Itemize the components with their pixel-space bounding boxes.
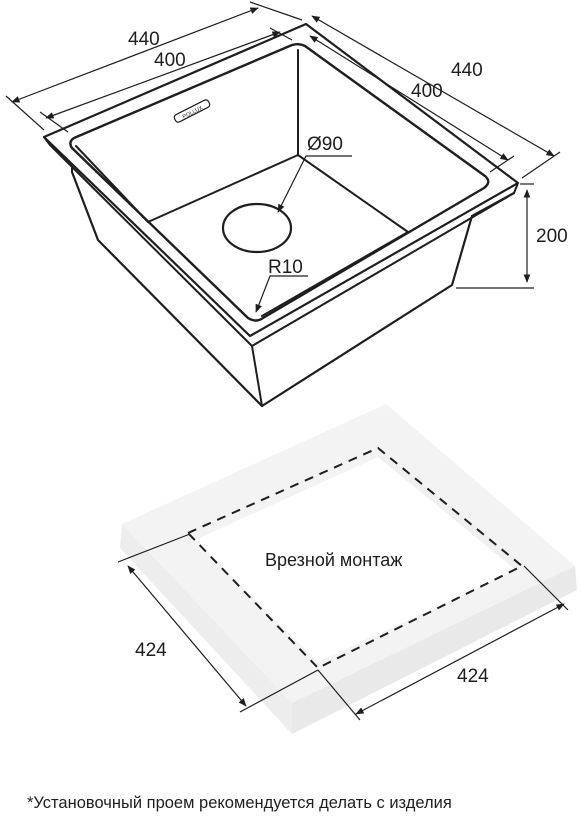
dim-label-inner-width: 400 (154, 50, 186, 71)
extension-line (117, 533, 191, 563)
extension-line (239, 669, 319, 713)
sink-drain-hole (221, 202, 293, 254)
dimension-line-right (355, 603, 565, 715)
extension-line (269, 27, 293, 41)
dim-label-inner-depth: 400 (411, 81, 443, 102)
cutout-hole-inner-wall (378, 448, 520, 570)
dim-label-outer-depth: 440 (451, 60, 483, 81)
leader-corner-radius (255, 275, 308, 313)
dim-label-cutout-right: 424 (457, 666, 489, 687)
extension-line (521, 151, 561, 179)
extension-line (317, 669, 361, 721)
sink-inner-opening (69, 43, 490, 322)
cutout-label: Врезной монтаж (265, 550, 402, 570)
leader-drain-diameter (277, 155, 352, 213)
dim-label-height: 200 (536, 226, 568, 247)
sink-dimensions (5, 1, 561, 313)
footnote: *Установочный проем рекомендуется делать… (27, 794, 452, 812)
cutout-dimensions (117, 533, 569, 721)
sink-drawing (42, 22, 520, 408)
extension-line (5, 95, 45, 131)
extension-line (523, 565, 569, 611)
sink-rim-thickness (43, 136, 519, 347)
extension-line (39, 111, 69, 133)
dim-label-cutout-left: 424 (135, 640, 167, 661)
dimension-line-inner-depth (309, 35, 509, 161)
brand-plate-text: POLLUX (182, 105, 204, 120)
dimension-line-left (127, 565, 247, 707)
dim-label-drain-diameter: Ø90 (307, 134, 343, 155)
sink-inner-front-floor (261, 231, 409, 317)
dimension-line-inner-width (45, 31, 281, 119)
dim-label-outer-width: 440 (128, 29, 160, 50)
extension-line (489, 155, 515, 173)
countertop-cutout-hole (195, 457, 516, 662)
extension-line (249, 1, 303, 21)
sink-bowl-bottom (147, 154, 409, 233)
dim-label-corner-radius: R10 (268, 257, 303, 278)
sink-body-front-corner (251, 345, 263, 407)
dimension-line-outer-width (11, 7, 259, 103)
sink-inner-back-wall-left (75, 145, 149, 223)
sink-body-outline (70, 170, 516, 408)
